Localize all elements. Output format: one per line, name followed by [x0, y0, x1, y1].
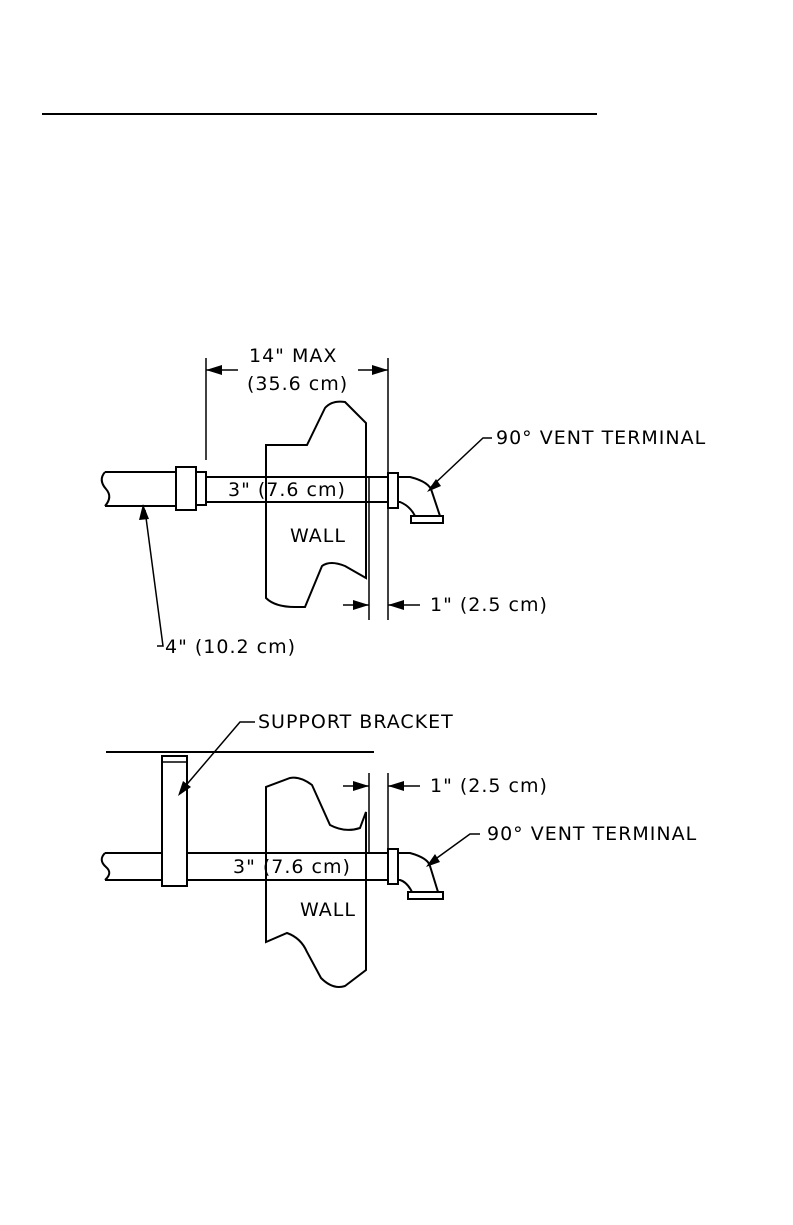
vent-terminal-outlet — [411, 516, 443, 523]
figure-2-supported-vent: WALL 3" (7.6 cm) SUPPORT BRACKET 90° VEN… — [102, 711, 697, 987]
wall-label: WALL — [300, 899, 356, 921]
support-bracket — [162, 756, 187, 886]
pipe-3in-label: 3" (7.6 cm) — [228, 479, 346, 501]
figure-1-horizontal-vent: 14" MAX (35.6 cm) WALL 3" (7.6 cm) 90° V… — [102, 345, 706, 658]
wall-section — [266, 778, 366, 987]
vent-terminal-label: 90° VENT TERMINAL — [496, 427, 706, 449]
reducer-coupling — [176, 467, 196, 510]
vent-terminal-outlet — [408, 892, 443, 899]
clearance-label: 1" (2.5 cm) — [430, 775, 548, 797]
dim-arrow-right — [372, 365, 388, 375]
pipe-break-left — [102, 853, 110, 880]
terminal-coupling — [388, 473, 398, 508]
pipe-4in-label: 4" (10.2 cm) — [165, 636, 296, 658]
pipe-3in-label: 3" (7.6 cm) — [233, 856, 351, 878]
support-bracket-label: SUPPORT BRACKET — [258, 711, 454, 733]
pipe-break-left — [102, 472, 110, 506]
max-length-metric: (35.6 cm) — [247, 373, 348, 395]
wall-label: WALL — [290, 525, 346, 547]
wall-section — [266, 402, 366, 607]
clearance-label: 1" (2.5 cm) — [430, 594, 548, 616]
vent-terminal-label: 90° VENT TERMINAL — [487, 823, 697, 845]
max-length-label: 14" MAX — [249, 345, 337, 367]
terminal-coupling — [388, 849, 398, 884]
dim-arrow-left — [206, 365, 222, 375]
